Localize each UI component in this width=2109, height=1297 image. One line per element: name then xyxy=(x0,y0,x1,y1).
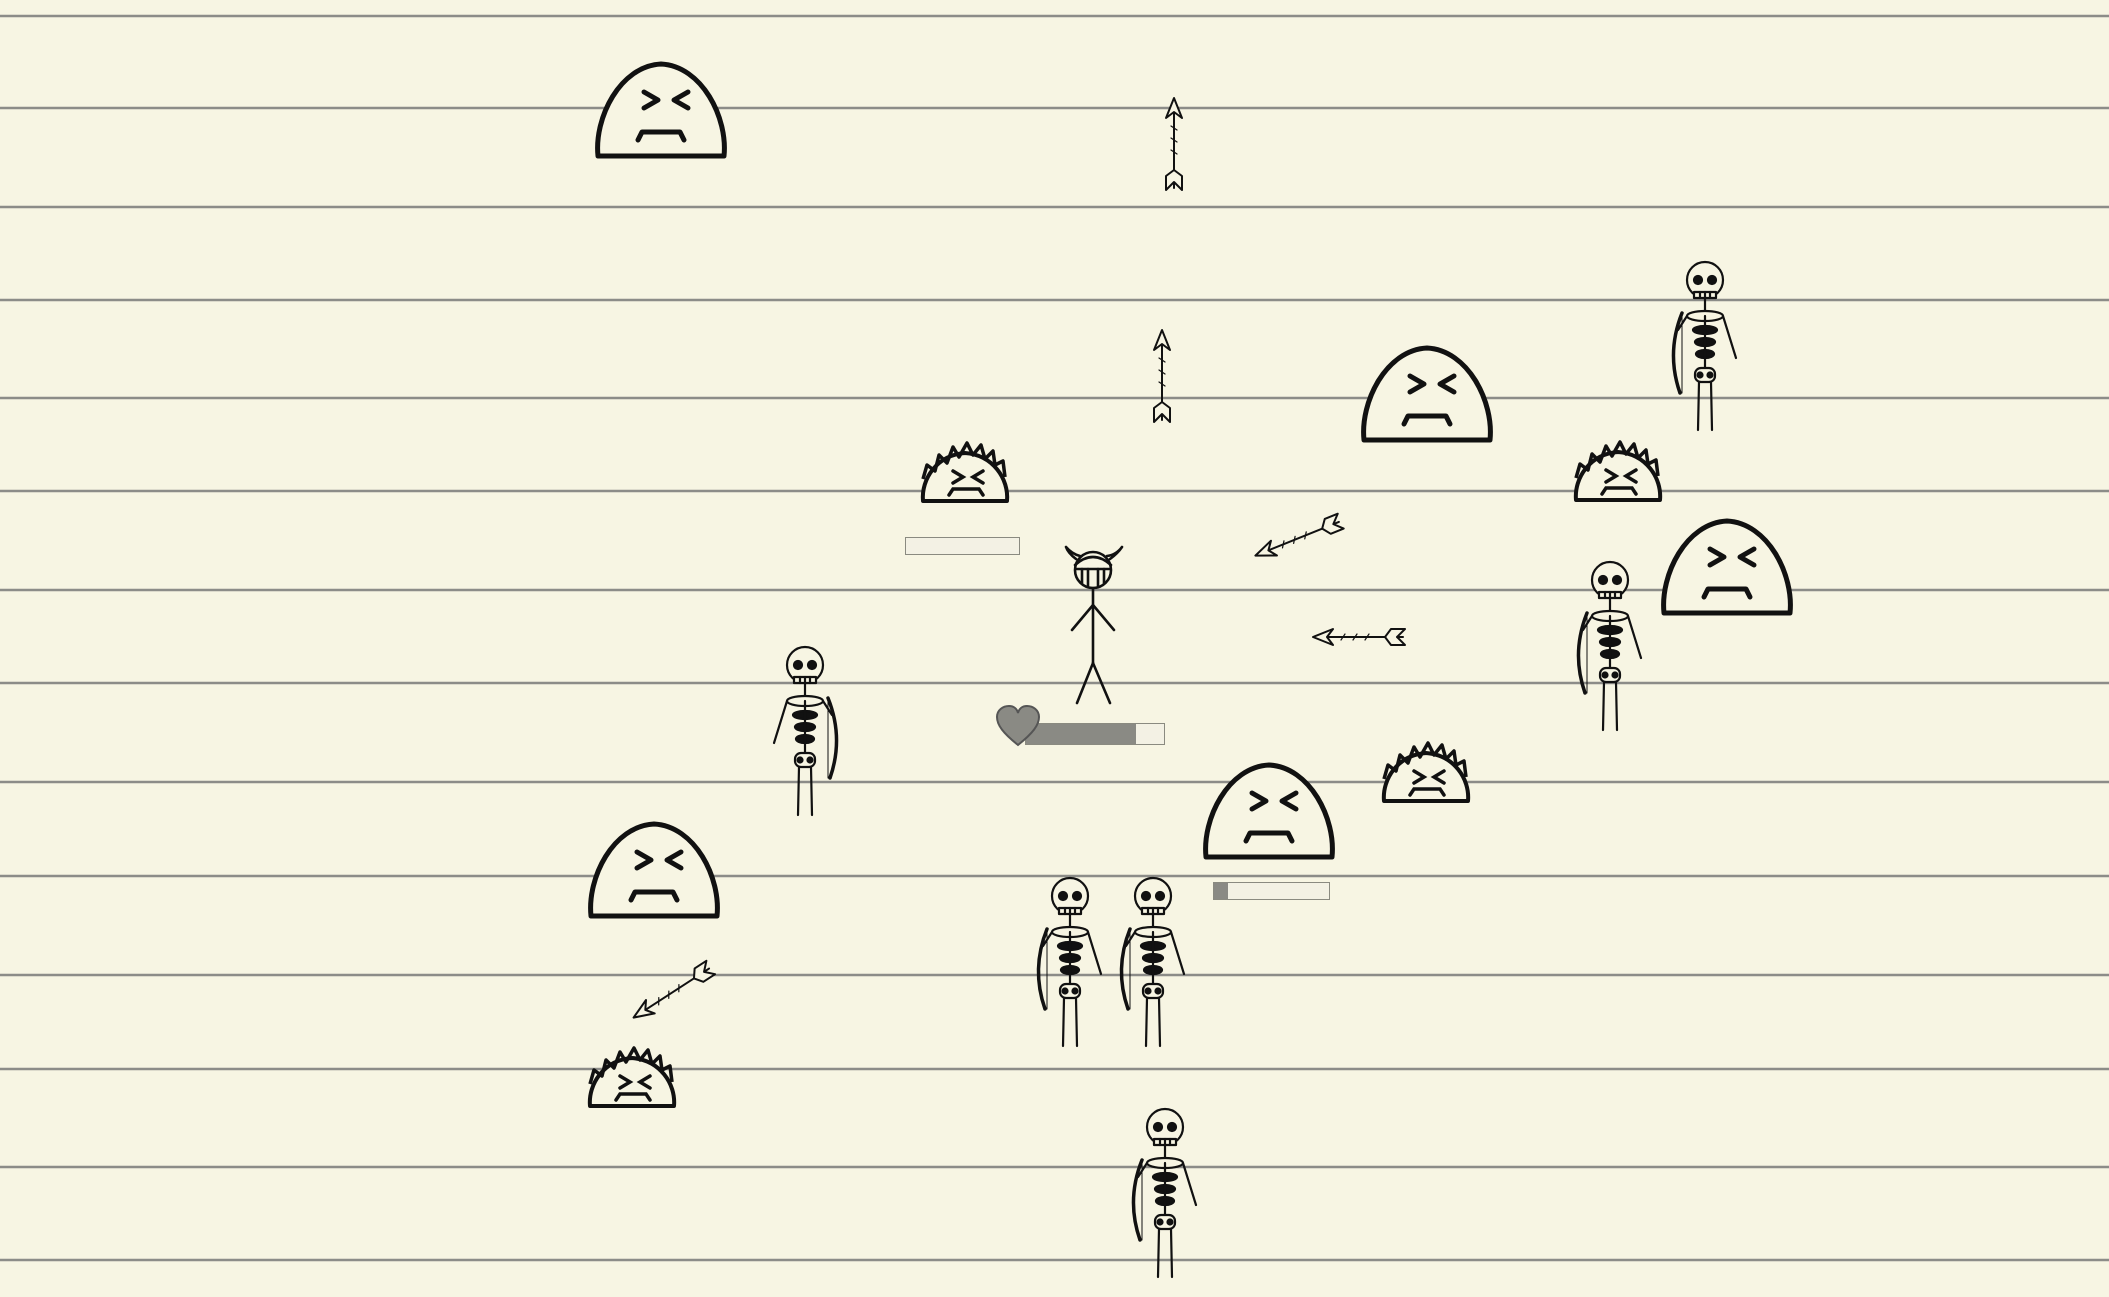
blob-enemy xyxy=(585,818,723,924)
skeleton-archer-enemy xyxy=(1565,558,1655,733)
skeleton-archer-enemy xyxy=(760,643,850,818)
heart-icon xyxy=(995,704,1041,747)
blob-enemy xyxy=(592,58,730,164)
enemy-health-fill xyxy=(1214,883,1228,899)
enemy-health-bar xyxy=(905,537,1020,555)
player-stickman xyxy=(1050,545,1140,705)
player-health-bar xyxy=(1025,723,1165,745)
enemy-health-bar xyxy=(1213,882,1330,900)
spiky-blob-enemy xyxy=(1378,733,1474,805)
arrow-projectile xyxy=(1148,328,1176,426)
blob-enemy xyxy=(1200,759,1338,865)
skeleton-archer-enemy xyxy=(1120,1105,1210,1280)
skeleton-archer-enemy xyxy=(1660,258,1750,433)
arrow-projectile xyxy=(1311,623,1409,651)
spiky-blob-enemy xyxy=(917,433,1013,505)
blob-enemy xyxy=(1658,515,1796,621)
arrow-projectile xyxy=(1160,96,1188,194)
player-health-fill xyxy=(1026,724,1137,744)
spiky-blob-enemy xyxy=(584,1038,680,1110)
player-health xyxy=(995,704,1175,747)
blob-enemy xyxy=(1358,342,1496,448)
skeleton-archer-enemy xyxy=(1025,874,1115,1049)
spiky-blob-enemy xyxy=(1570,432,1666,504)
skeleton-archer-enemy xyxy=(1108,874,1198,1049)
